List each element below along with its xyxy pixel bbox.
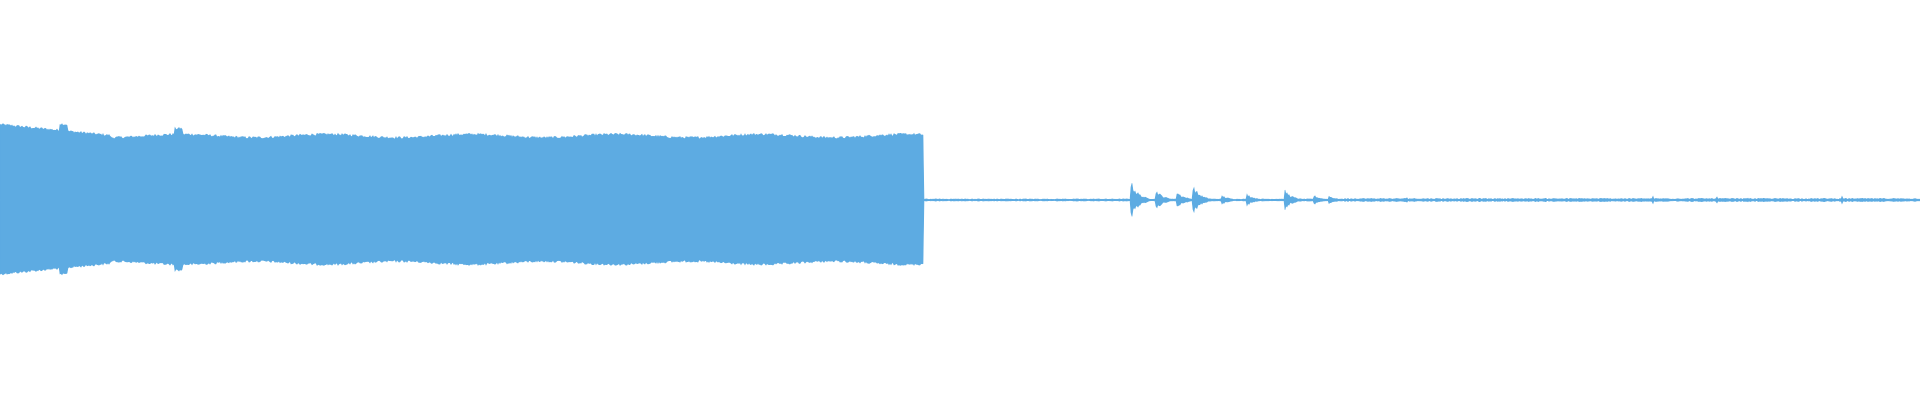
- waveform-envelope: [0, 123, 1920, 276]
- waveform-body: [0, 123, 1920, 276]
